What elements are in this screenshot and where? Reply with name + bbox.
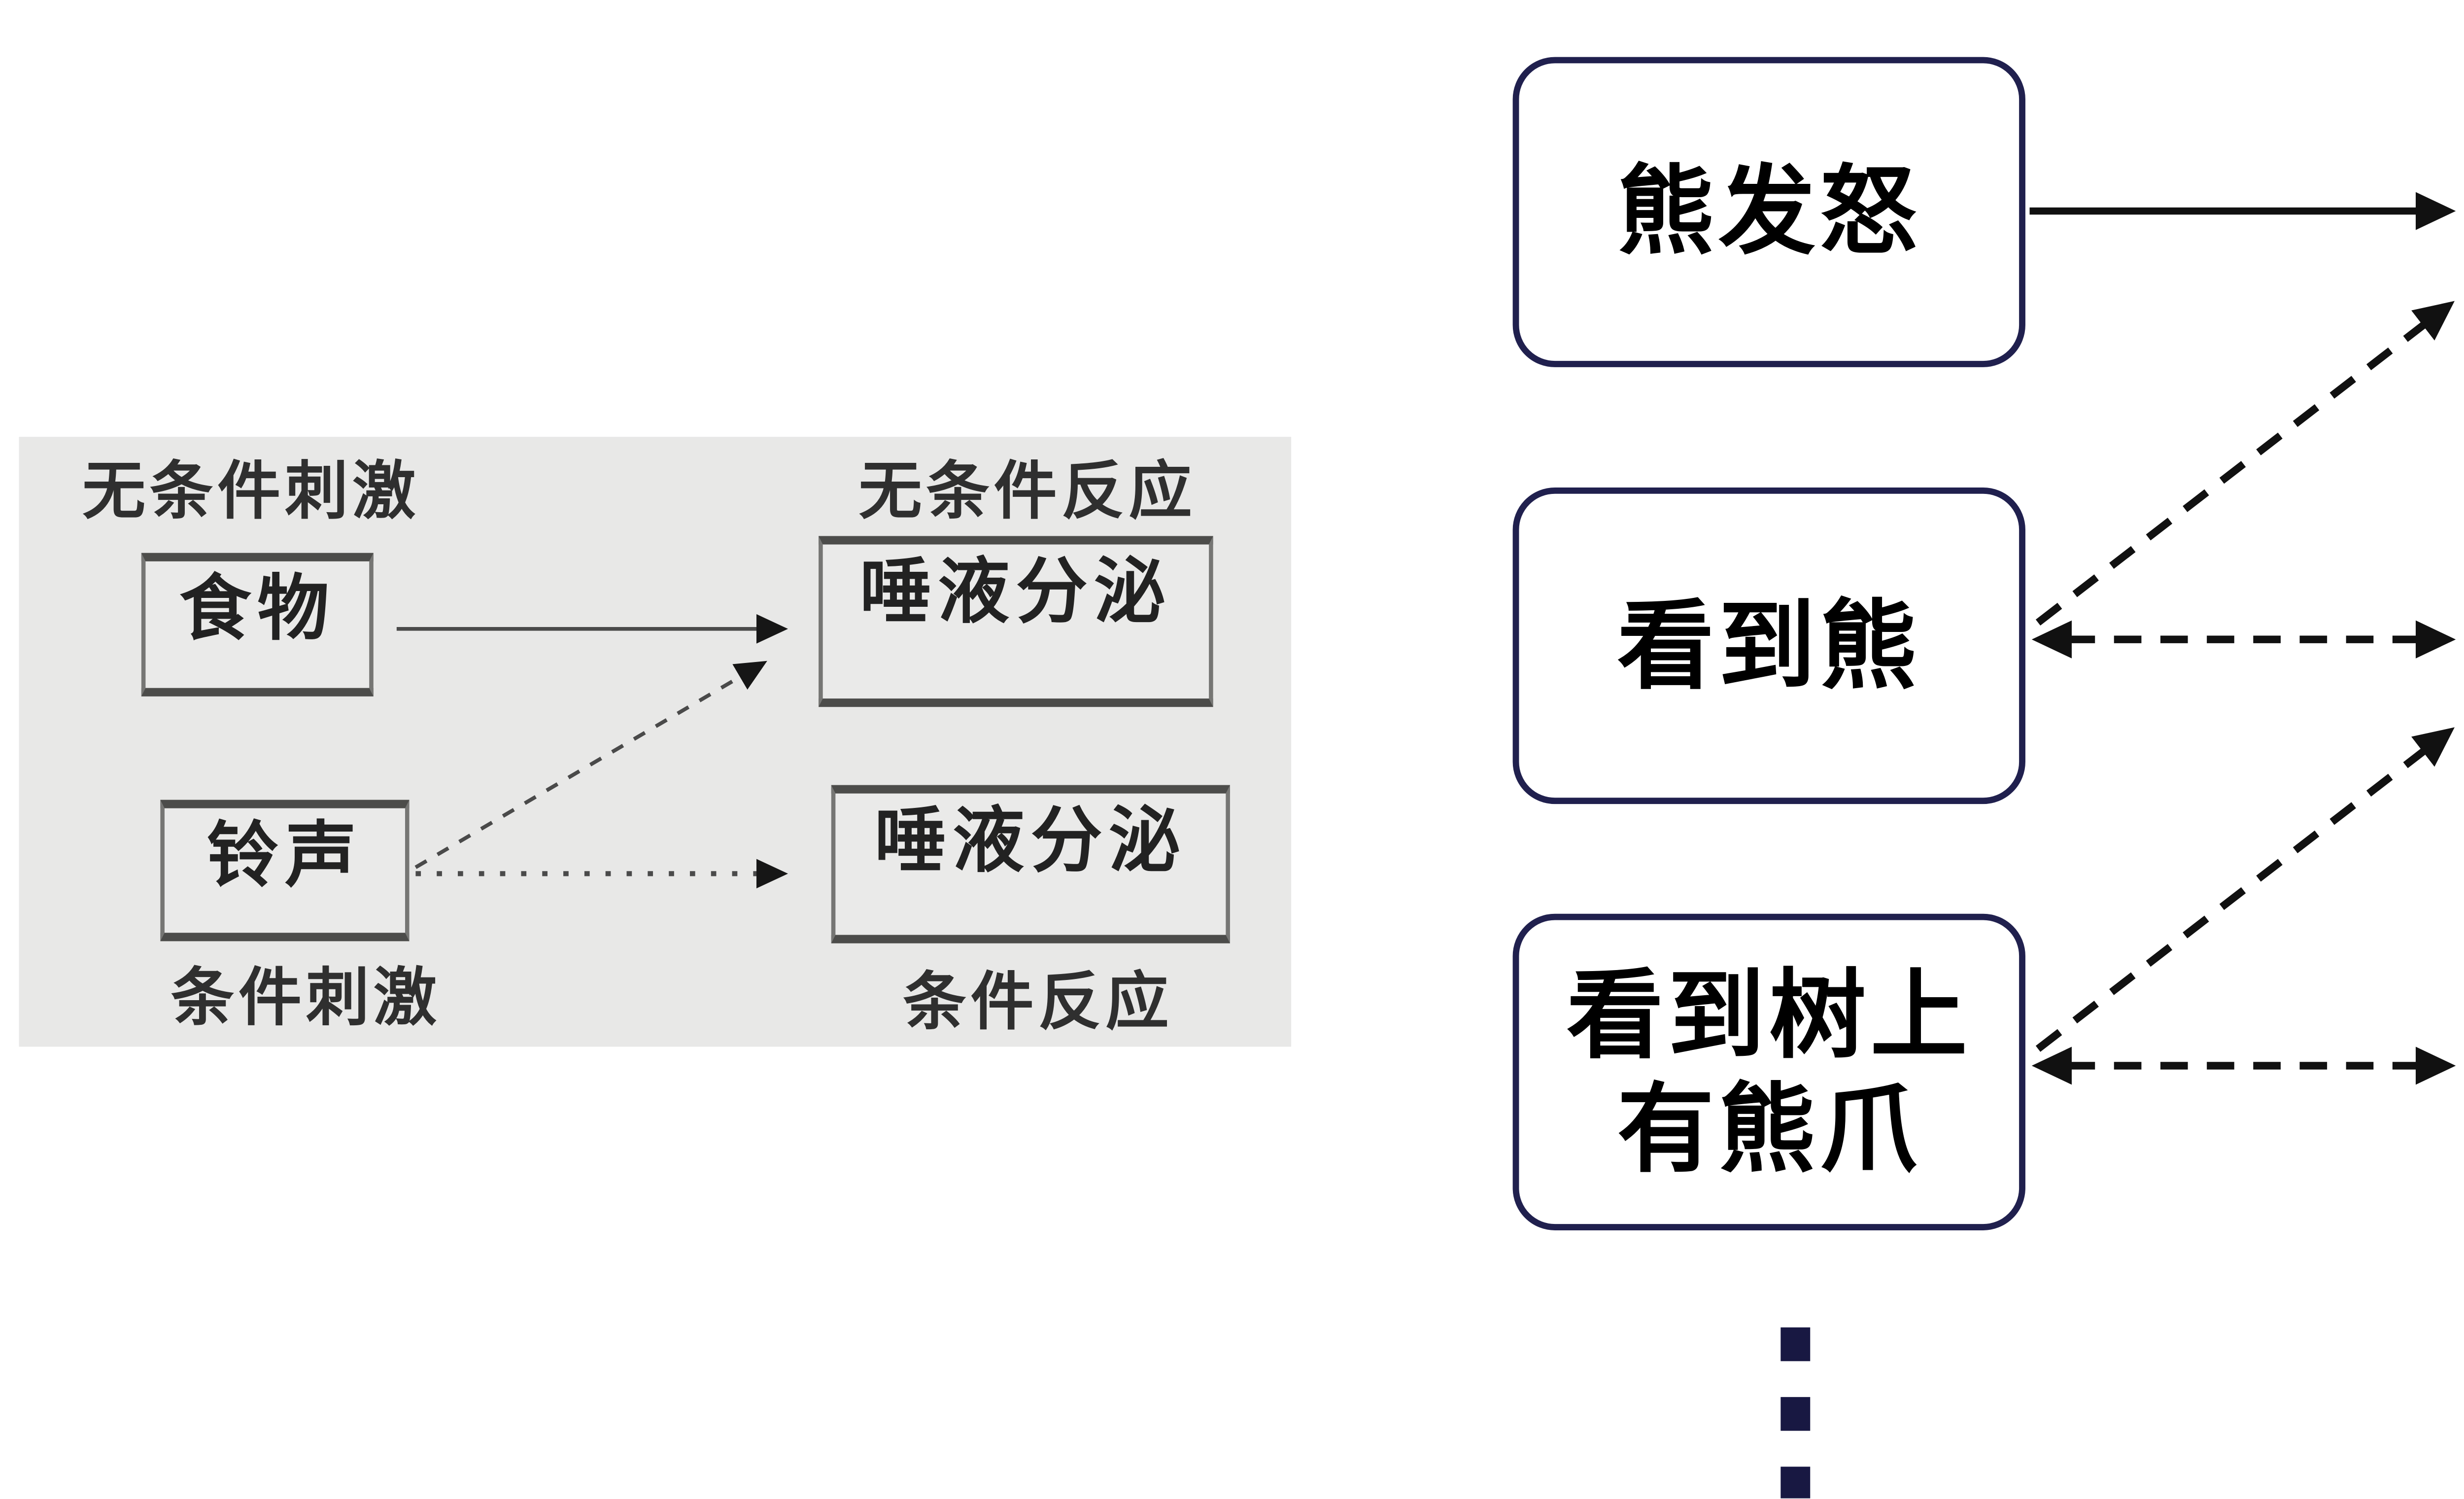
label-conditioned-response: 条件反应: [903, 969, 1173, 1039]
state-box-bear-rage: 熊发怒: [1512, 57, 2025, 367]
box-salivation-unconditioned: 唾液分泌: [819, 536, 1213, 707]
see-bear-label: 看到熊: [1617, 588, 1921, 703]
label-conditioned-stimulus: 条件刺激: [171, 964, 441, 1034]
box-food-label: 食物: [179, 569, 336, 650]
box-bell-label: 铃声: [206, 816, 363, 897]
box-food: 食物: [141, 553, 374, 697]
pavlov-conditioning-panel: [19, 437, 1292, 1047]
see-claws-line1: 看到树上: [1566, 957, 1972, 1072]
state-bear-rage-label: 熊发怒: [1617, 155, 1921, 269]
label-unconditioned-stimulus: 无条件刺激: [82, 458, 420, 528]
box-bell: 铃声: [160, 800, 410, 941]
label-unconditioned-response: 无条件反应: [858, 458, 1197, 528]
ellipsis-dot-left-3-icon: [1780, 1466, 1811, 1499]
box-salivation-conditioned: 唾液分泌: [831, 785, 1230, 943]
see-claws-line2: 有熊爪: [1617, 1072, 1921, 1186]
arrow-see-claws-to-v-s-prime-dashed: [2035, 727, 2455, 1052]
state-box-see-bear: 看到熊: [1512, 487, 2025, 804]
box-salivation-unconditioned-label: 唾液分泌: [859, 553, 1172, 633]
see-claws-label: 看到树上 有熊爪: [1567, 958, 1972, 1187]
ellipsis-dot-left-2-icon: [1780, 1397, 1811, 1431]
ellipsis-dot-left-1-icon: [1780, 1327, 1811, 1361]
arrow-see-bear-to-reward-dashed: [2035, 301, 2455, 626]
state-box-see-claws: 看到树上 有熊爪: [1512, 913, 2025, 1230]
box-salivation-conditioned-label: 唾液分泌: [874, 802, 1187, 882]
